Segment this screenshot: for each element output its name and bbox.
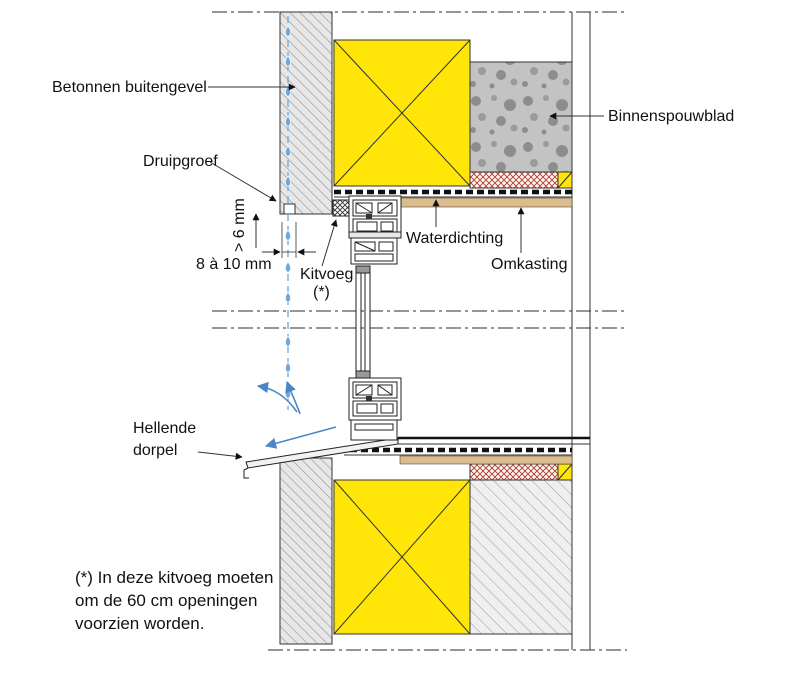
section-break-lines <box>212 11 627 651</box>
window-frame-sill <box>348 377 402 441</box>
casing-strip-lower <box>469 463 573 481</box>
label-druipgroef: Druipgroef <box>143 153 218 170</box>
footnote-line-3: voorzien worden. <box>75 614 204 633</box>
inner-cavity-leaf-lower <box>469 479 573 635</box>
label-hellende-dorpel-2: dorpel <box>133 442 177 459</box>
label-betonnen-buitengevel: Betonnen buitengevel <box>52 79 207 96</box>
dim-joint-lines <box>281 222 297 258</box>
annotations: Betonnen buitengevel Binnenspouwblad Dru… <box>52 79 734 633</box>
casing-board-upper <box>399 197 573 208</box>
label-kitvoeg: Kitvoeg <box>300 266 353 283</box>
concrete-outer-wall-lower <box>279 457 333 645</box>
inner-cavity-leaf-upper <box>469 61 573 173</box>
footnote-line-1: (*) In deze kitvoeg moeten <box>75 568 273 587</box>
window-frame-head <box>348 195 402 265</box>
footnote-line-2: om de 60 cm openingen <box>75 591 257 610</box>
leader-kitvoeg <box>321 219 338 267</box>
drip-groove <box>283 203 296 215</box>
waterproofing-membrane-lower <box>344 447 572 456</box>
water-drip-path <box>256 16 337 449</box>
label-binnenspouwblad: Binnenspouwblad <box>608 108 734 125</box>
glazing-unit <box>355 265 371 379</box>
sill-top-lines <box>397 436 590 445</box>
sealant-joint <box>332 199 350 217</box>
dim-joint-width: 8 à 10 mm <box>196 256 272 273</box>
sloping-sill <box>243 437 399 479</box>
leader-hellende-dorpel <box>197 451 243 460</box>
label-omkasting: Omkasting <box>491 256 567 273</box>
leader-druipgroef <box>209 161 277 202</box>
dim-groove-depth: > 6 mm <box>231 198 248 252</box>
label-waterdichting: Waterdichting <box>406 230 503 247</box>
insulation-upper <box>333 39 471 187</box>
casing-strip-upper <box>469 171 573 189</box>
casing-board-lower <box>399 455 573 465</box>
inner-leaf-boundary-lines <box>571 12 591 650</box>
insulation-lower <box>333 479 471 635</box>
splash-arrows <box>256 380 337 449</box>
label-kitvoeg-note-ref: (*) <box>313 284 330 301</box>
label-hellende-dorpel-1: Hellende <box>133 420 196 437</box>
